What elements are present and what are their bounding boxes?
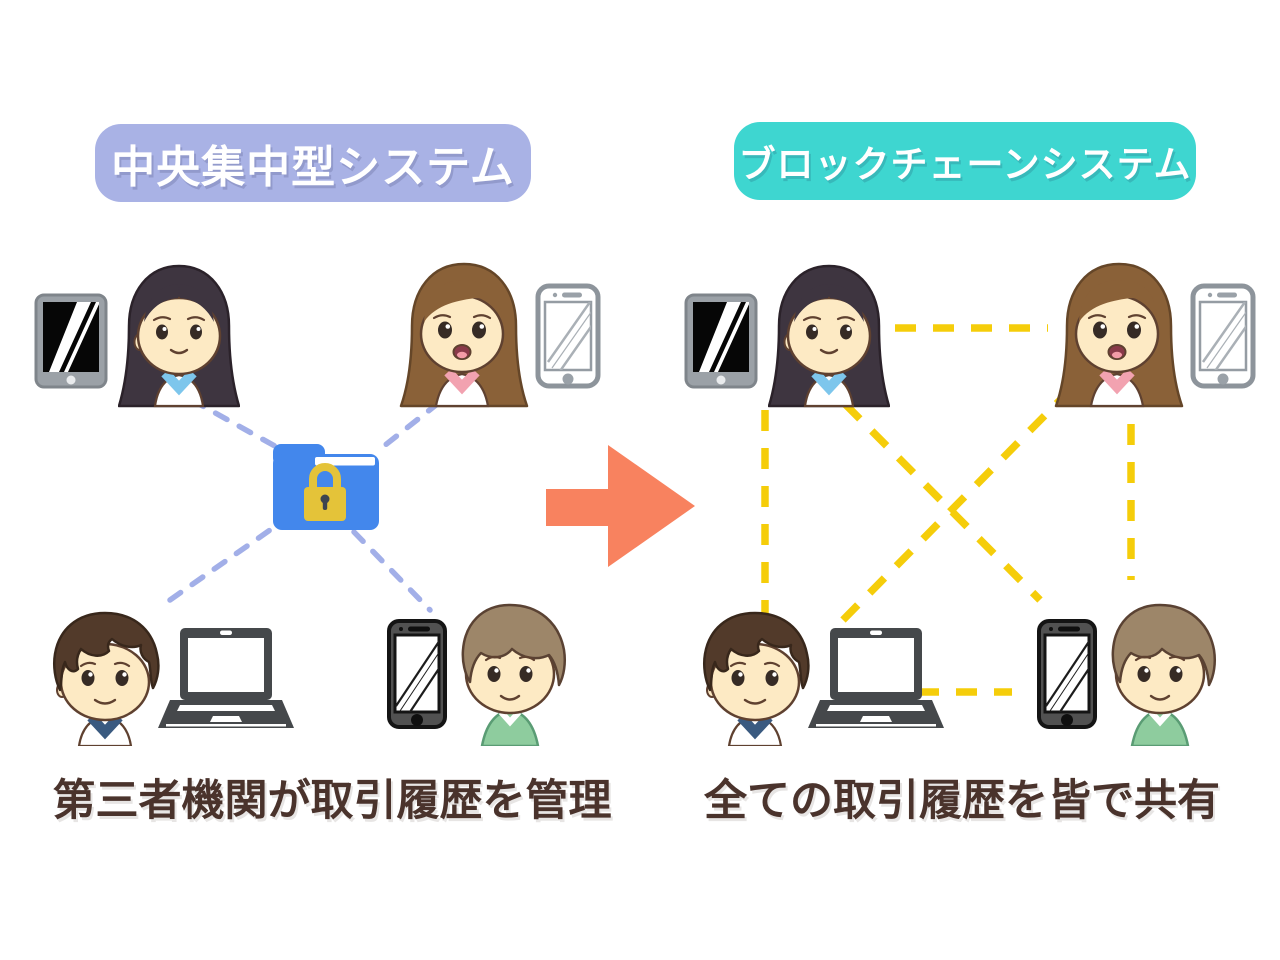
tablet-icon <box>36 295 106 387</box>
centralized-system-badge-label: 中央集中型システム <box>111 143 515 192</box>
centralized-system-badge: 中央集中型システム <box>95 124 531 202</box>
smartphone-icon <box>538 286 600 386</box>
blockchain-caption: 全ての取引履歴を皆で共有 <box>704 777 1220 825</box>
blockchain-system-badge-label: ブロックチェーンシステム <box>738 144 1192 185</box>
avatar-woman-black-hair <box>119 266 239 406</box>
mesh-line <box>840 391 1069 623</box>
smartphone-dark-icon <box>1039 621 1100 727</box>
avatar-boy-dark-hair <box>54 613 158 746</box>
link-line <box>381 383 463 449</box>
link-line <box>189 397 285 453</box>
smartphone-icon <box>1193 286 1255 386</box>
avatar-woman-brown-hair <box>401 264 527 406</box>
arrow-right-icon <box>546 445 695 567</box>
locked-folder-icon <box>273 444 379 530</box>
laptop-icon <box>158 628 294 728</box>
avatar-boy-green-sweater <box>1113 605 1215 746</box>
avatar-boy-dark-hair <box>704 613 808 746</box>
mesh-line <box>842 401 1043 603</box>
tablet-icon <box>686 295 756 387</box>
centralized-caption: 第三者機関が取引履歴を管理 <box>52 777 612 825</box>
link-line <box>167 520 283 603</box>
avatar-woman-black-hair <box>769 266 889 406</box>
smartphone-dark-icon <box>389 621 450 727</box>
laptop-icon <box>808 628 944 728</box>
avatar-boy-green-sweater <box>463 605 565 746</box>
mesh-links <box>761 324 1135 696</box>
link-line <box>351 529 433 613</box>
avatar-woman-brown-hair <box>1056 264 1182 406</box>
blockchain-system-badge: ブロックチェーンシステム <box>734 122 1196 200</box>
centralized-links <box>167 383 463 613</box>
